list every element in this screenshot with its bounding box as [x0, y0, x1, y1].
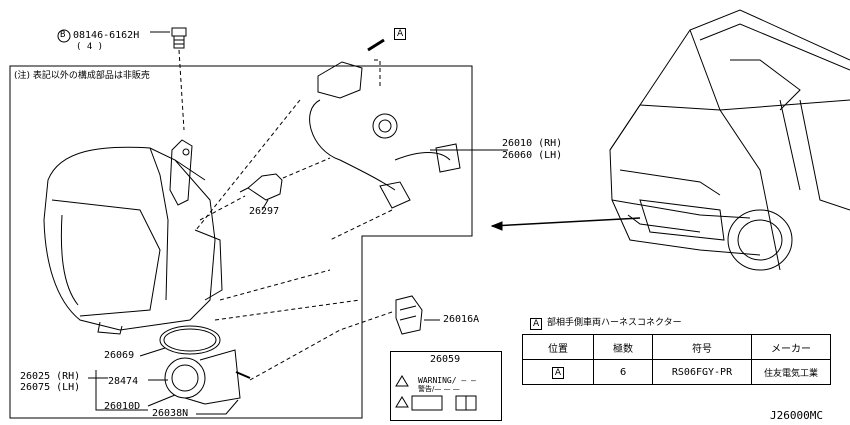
table-ref-letter: A [530, 318, 543, 330]
bolt-circle-letter: B [60, 30, 66, 40]
part-26060-lh: 26060 (LH) [502, 150, 563, 161]
assembly-frame [9, 65, 473, 419]
table-header-row: 位置 極数 符号 メーカー [522, 334, 831, 360]
cell-poles: 6 [593, 359, 653, 385]
connector-table: 位置 極数 符号 メーカー A 6 RS06FGY-PR 住友電気工業 [522, 334, 831, 385]
headlamp-housing [43, 139, 223, 335]
connector-26016A [395, 295, 423, 335]
col-poles: 極数 [593, 334, 653, 360]
part-28474: 28474 [108, 376, 139, 387]
table-row: A 6 RS06FGY-PR 住友電気工業 [522, 359, 831, 385]
col-position: 位置 [522, 334, 594, 360]
vehicle-illustration [609, 9, 850, 271]
part-26069: 26069 [104, 350, 135, 361]
bulb-26297 [239, 173, 283, 201]
col-code: 符号 [652, 334, 752, 360]
col-maker: メーカー [751, 334, 831, 360]
part-26010d: 26010D [104, 401, 141, 412]
gasket-ring [159, 325, 221, 355]
diagram-id: J26000MC [770, 409, 823, 422]
bolt-quantity: ( 4 ) [76, 42, 104, 52]
part-26059: 26059 [430, 354, 461, 365]
cell-maker: 住友電気工業 [751, 359, 831, 385]
part-26016a: 26016A [443, 314, 480, 325]
cell-code: RS06FGY-PR [652, 359, 752, 385]
warning-subtitle: 警告/— — — [418, 385, 460, 393]
warning-label-graphics [395, 375, 477, 411]
ballast-unit [164, 349, 241, 405]
connector-table-title: 部相手側車両ハーネスコネクター [547, 318, 682, 328]
warning-title: WARNING/ — — [418, 376, 476, 385]
part-26025-rh: 26025 (RH) [20, 371, 81, 382]
bolt-part-number: 08146-6162H [73, 30, 140, 41]
cell-position: A [551, 366, 565, 379]
harness-26010 [309, 61, 461, 209]
ref-a-box: A [394, 28, 407, 40]
part-26038n: 26038N [152, 408, 189, 419]
part-26297: 26297 [249, 206, 280, 217]
part-26075-lh: 26075 (LH) [20, 382, 81, 393]
warning-label-box [390, 351, 502, 421]
b-circle-icon [57, 29, 71, 43]
bolt-top [171, 27, 187, 49]
note-text: (注) 表記以外の構成部品は非販売 [14, 71, 150, 81]
part-26010-rh: 26010 (RH) [502, 138, 563, 149]
